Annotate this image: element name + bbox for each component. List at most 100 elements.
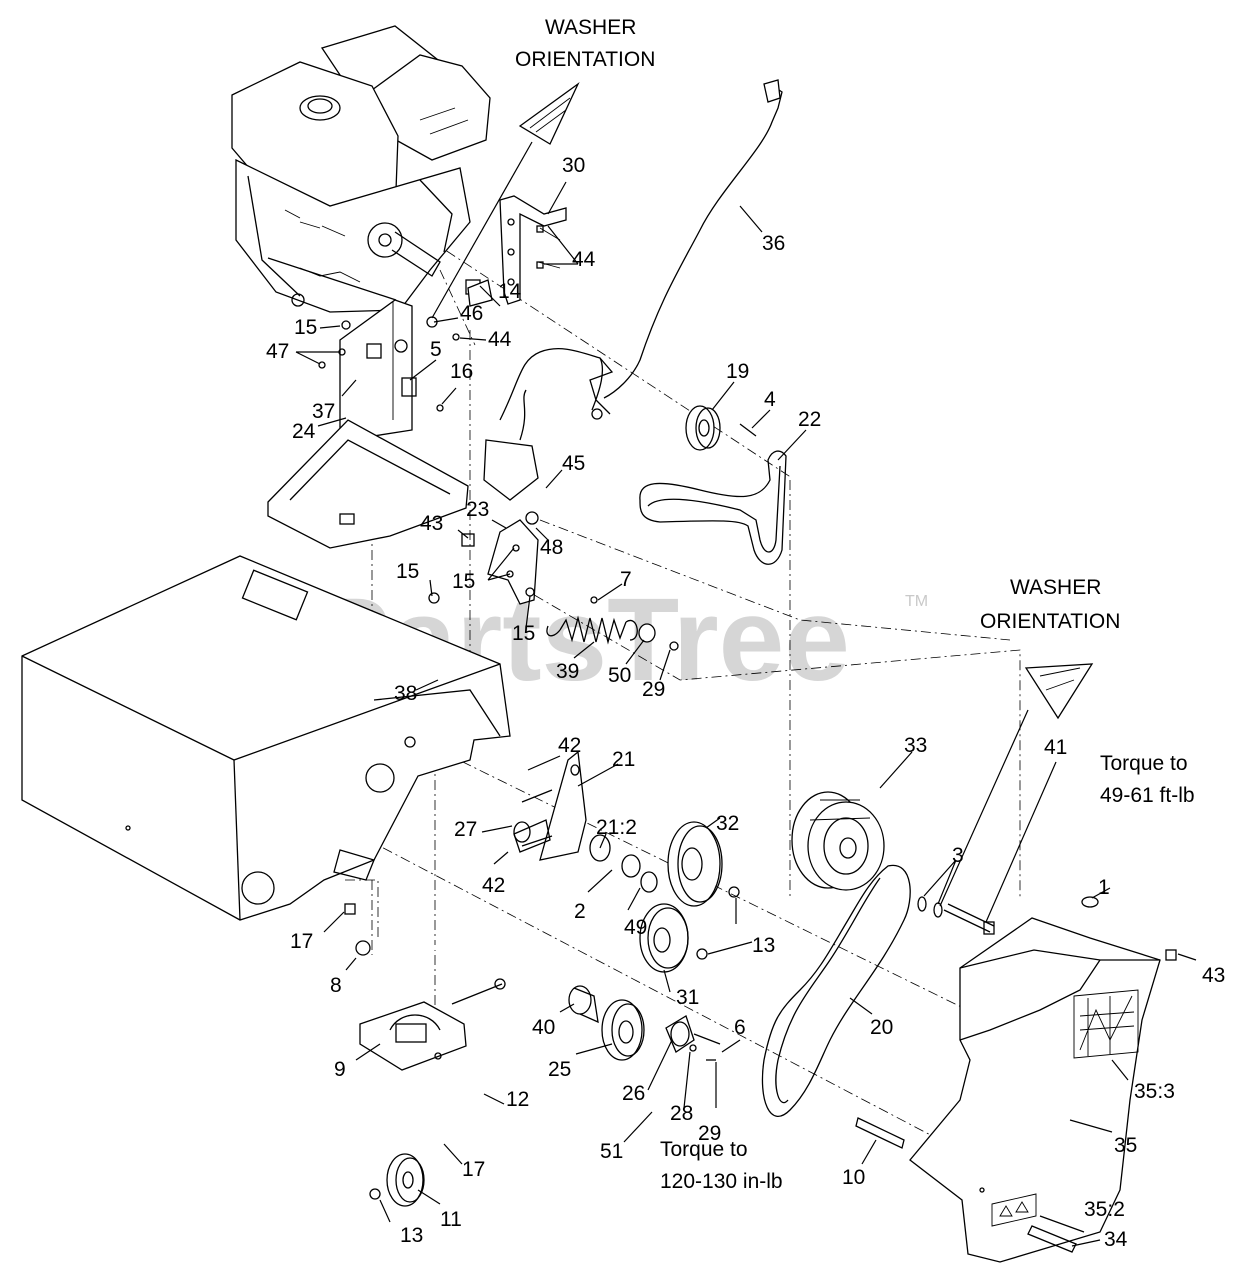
- callout-label: 26: [622, 1082, 645, 1105]
- belt-20: [761, 864, 911, 1117]
- spring-39: [546, 596, 679, 651]
- note-torque-clutch-line1: Torque to: [1100, 752, 1188, 775]
- pulley-19: [685, 405, 757, 451]
- callout-label: 11: [440, 1208, 462, 1231]
- engine: [231, 25, 491, 313]
- callout-label: 4: [764, 388, 776, 411]
- callout-label: 35: [1114, 1134, 1137, 1157]
- callout-label: 27: [454, 818, 477, 841]
- shaft-10: [855, 1117, 905, 1149]
- callout-label: 42: [482, 874, 505, 897]
- mount-plate-24: [339, 299, 413, 441]
- callout-label: 15: [294, 316, 317, 339]
- drive-pulley-25: [568, 985, 645, 1061]
- callout-label: 20: [870, 1016, 893, 1039]
- note-washer-orientation-top-line1: WASHER: [545, 16, 636, 39]
- hub-26: [665, 1015, 721, 1061]
- clutch-33: [791, 791, 885, 891]
- notes: WASHER ORIENTATION WASHER ORIENTATION To…: [515, 16, 1195, 1193]
- note-torque-hub-line2: 120-130 in-lb: [660, 1170, 783, 1193]
- washers-bolt-41: [917, 896, 995, 935]
- cable-36: [603, 79, 783, 399]
- bracket-30: [499, 195, 567, 305]
- leader-lines: [295, 141, 1197, 1247]
- frame-hardware: [344, 903, 371, 956]
- callout-label: 33: [904, 734, 927, 757]
- callout-label: 10: [842, 1166, 865, 1189]
- callout-label: 1: [1098, 876, 1110, 899]
- callout-label: 35:3: [1134, 1080, 1175, 1103]
- washer-orientation-inset-right: [1024, 663, 1094, 720]
- callout-label: 40: [532, 1016, 555, 1039]
- callout-label: 29: [698, 1122, 721, 1145]
- callout-label: 28: [670, 1102, 693, 1125]
- callout-label: 23: [466, 498, 489, 521]
- note-torque-hub-line1: Torque to: [660, 1138, 748, 1161]
- callout-label: 24: [292, 420, 316, 443]
- callout-label: 47: [266, 340, 289, 363]
- callout-label: 37: [312, 400, 335, 423]
- callout-label: 39: [556, 660, 579, 683]
- note-washer-orientation-right-line1: WASHER: [1010, 576, 1101, 599]
- callout-label: 45: [562, 452, 585, 475]
- belt-22: [639, 450, 787, 565]
- callout-label: 44: [488, 328, 512, 351]
- callout-label: 13: [400, 1224, 423, 1247]
- main-frame-box: [21, 555, 511, 921]
- callout-label: 41: [1044, 736, 1067, 759]
- callout-label: 17: [462, 1158, 485, 1181]
- callout-label: 7: [620, 568, 632, 591]
- callout-label: 3: [952, 844, 964, 867]
- callout-label: 25: [548, 1058, 571, 1081]
- callout-label: 42: [558, 734, 581, 757]
- callout-label: 13: [752, 934, 775, 957]
- callout-label: 2: [574, 900, 586, 923]
- callout-label: 43: [420, 512, 443, 535]
- callout-label: 49: [624, 916, 647, 939]
- callout-label: 6: [734, 1016, 746, 1039]
- callout-label: 30: [562, 154, 585, 177]
- callout-label: 22: [798, 408, 821, 431]
- callout-label: 14: [498, 280, 522, 303]
- callout-label: 8: [330, 974, 342, 997]
- callout-label: 44: [572, 248, 596, 271]
- callout-label: 15: [512, 622, 535, 645]
- callout-label: 15: [452, 570, 475, 593]
- callout-label: 9: [334, 1058, 346, 1081]
- callout-label: 5: [430, 338, 442, 361]
- callout-labels: 30 44 36 15 46 44 47 5 16 14 37 24 19 4 …: [266, 154, 1225, 1251]
- switch-assembly-14: [467, 279, 614, 501]
- callout-label: 35:2: [1084, 1198, 1125, 1221]
- callout-label: 48: [540, 536, 563, 559]
- callout-label: 21:2: [596, 816, 637, 839]
- belt-guard-35: [909, 896, 1177, 1263]
- callout-label: 36: [762, 232, 785, 255]
- note-torque-clutch-line2: 49-61 ft-lb: [1100, 784, 1195, 807]
- note-washer-orientation-top-line2: ORIENTATION: [515, 48, 655, 71]
- callout-label: 21: [612, 748, 635, 771]
- idler-pulley-32: [667, 821, 740, 907]
- callout-label: 32: [716, 812, 739, 835]
- washer-orientation-inset-top: [518, 82, 580, 145]
- idler-pulley-31: [639, 903, 708, 973]
- callout-label: 34: [1104, 1228, 1128, 1251]
- idler-plate-9: [359, 978, 506, 1071]
- callout-label: 51: [600, 1140, 623, 1163]
- callout-label: 12: [506, 1088, 529, 1111]
- pulley-11: [369, 1153, 425, 1207]
- trademark-mark: TM: [905, 593, 928, 610]
- callout-label: 31: [676, 986, 699, 1009]
- callout-label: 16: [450, 360, 473, 383]
- callout-label: 19: [726, 360, 749, 383]
- callout-label: 29: [642, 678, 665, 701]
- callout-label: 15: [396, 560, 419, 583]
- callout-label: 38: [394, 682, 417, 705]
- callout-label: 46: [460, 302, 483, 325]
- callout-label: 50: [608, 664, 631, 687]
- callout-label: 17: [290, 930, 313, 953]
- callout-label: 43: [1202, 964, 1225, 987]
- upper-frame: [267, 419, 469, 549]
- note-washer-orientation-right-line2: ORIENTATION: [980, 610, 1120, 633]
